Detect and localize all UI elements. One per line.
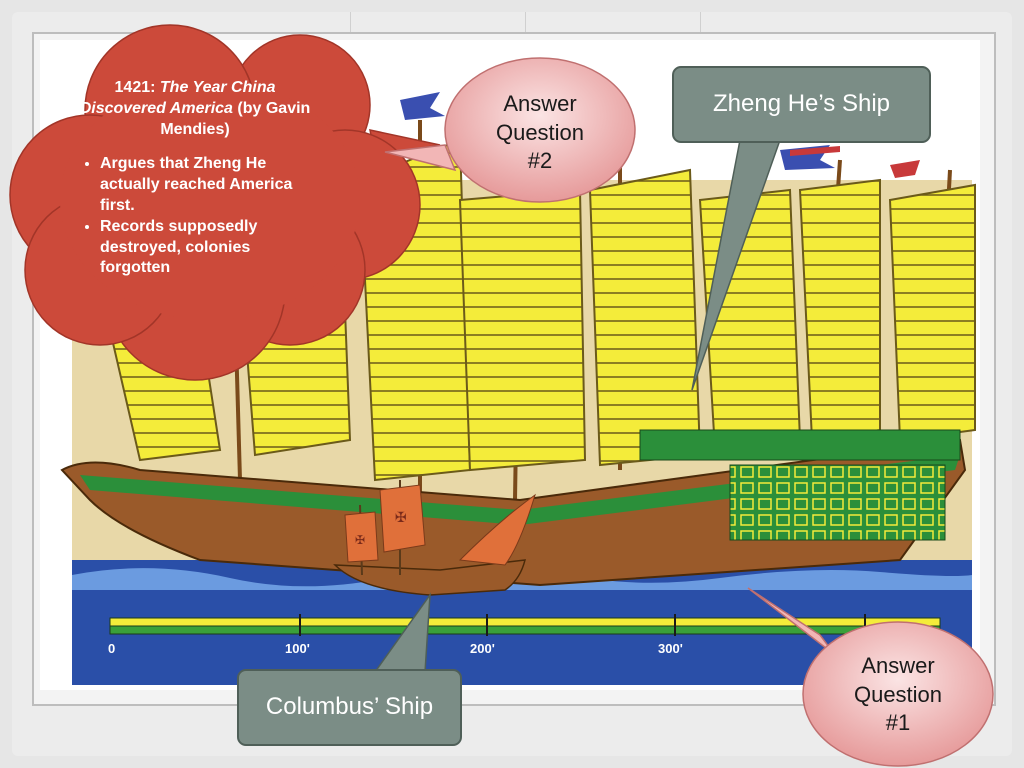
- svg-text:✠: ✠: [395, 510, 407, 526]
- ruler-label: 300': [658, 641, 683, 656]
- answer-2-line: Answer: [503, 91, 577, 116]
- book-author: (by Gavin Mendies): [160, 99, 311, 138]
- argument-item: Argues that Zheng He actually reached Am…: [100, 154, 320, 216]
- sail: [458, 188, 587, 472]
- answer-question-2-text: Answer Question #2: [460, 90, 620, 176]
- ruler-label: 100': [285, 641, 310, 656]
- book-title-italic: The Year China Discovered America: [79, 79, 276, 117]
- info-cloud-text: 1421: The Year China Discovered America …: [70, 78, 320, 279]
- answer-1-line: Answer: [861, 653, 935, 678]
- answer-question-1-bubble: [747, 587, 994, 767]
- answer-1-line: Question: [853, 681, 943, 707]
- sail: [588, 168, 702, 467]
- ruler-label: 0: [108, 641, 116, 656]
- svg-text:✠: ✠: [355, 533, 365, 547]
- answer-2-line: Question: [495, 119, 585, 145]
- columbus-ship-label: Columbus’ Ship: [265, 693, 434, 720]
- info-cloud: [9, 24, 441, 381]
- answer-2-line: #2: [527, 148, 553, 174]
- columbus-label-box: [237, 592, 462, 746]
- zheng-he-ship-label: Zheng He’s Ship: [713, 90, 890, 117]
- book-year: 1421:: [114, 79, 156, 96]
- book-title: 1421: The Year China Discovered America …: [70, 78, 320, 140]
- answer-1-line: #1: [885, 710, 911, 736]
- answer-question-2-bubble: [384, 57, 636, 203]
- sail: [798, 178, 881, 442]
- sail: [888, 183, 976, 442]
- zheng-he-label-box: [672, 66, 931, 391]
- answer-question-1-text: Answer Question #1: [818, 652, 978, 738]
- argument-list: Argues that Zheng He actually reached Am…: [70, 154, 320, 279]
- flags: [400, 92, 920, 178]
- argument-item: Records supposedly destroyed, colonies f…: [100, 217, 320, 279]
- ruler-label: 200': [470, 641, 495, 656]
- columbus-ship-drawing: ✠ ✠: [333, 480, 536, 596]
